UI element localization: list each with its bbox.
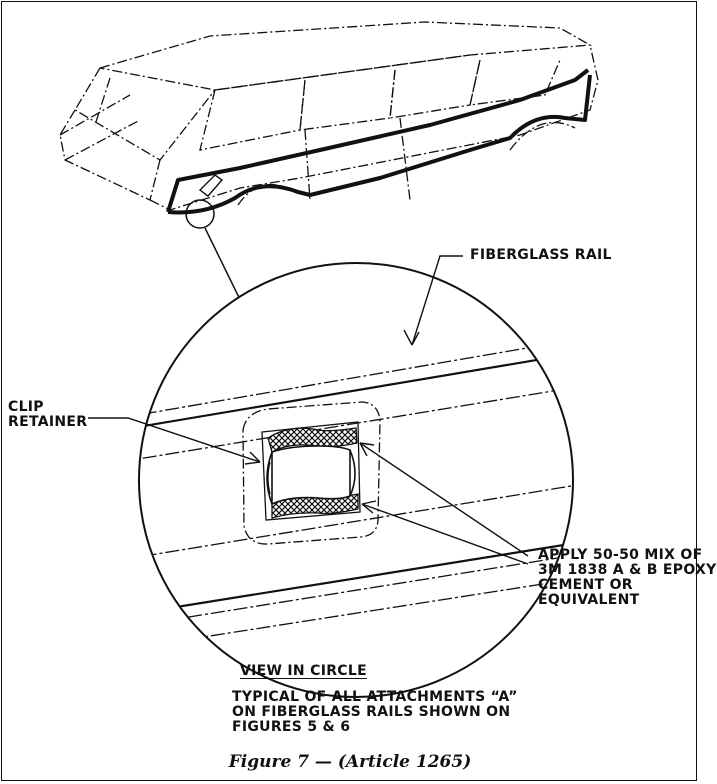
epoxy-leader-bottom	[361, 503, 529, 565]
label-apply-epoxy-line: EQUIVALENT	[538, 592, 640, 608]
figure-caption: Figure 7 — (Article 1265)	[228, 752, 472, 772]
leader-lines	[88, 255, 529, 565]
typical-note-line: ON FIBERGLASS RAILS SHOWN ON	[232, 704, 511, 720]
typical-note-line: FIGURES 5 & 6	[232, 719, 351, 735]
magnified-view-circle	[138, 262, 574, 698]
view-in-circle-heading: VIEW IN CIRCLE	[240, 663, 367, 679]
rail-cross-section	[139, 331, 573, 651]
illustration	[59, 21, 599, 698]
label-clip-retainer-line: RETAINER	[8, 414, 88, 430]
label-fiberglass-rail: FIBERGLASS RAIL	[470, 247, 612, 263]
typical-note-line: TYPICAL OF ALL ATTACHMENTS “A”	[232, 689, 518, 705]
detail-callout-circle	[185, 199, 215, 229]
door-handle-detail	[198, 174, 224, 197]
typical-attachments-note: TYPICAL OF ALL ATTACHMENTS “A” ON FIBERG…	[232, 690, 518, 735]
fiberglass-rail-on-car	[166, 68, 592, 215]
label-clip-retainer: CLIP RETAINER	[8, 400, 87, 430]
label-apply-epoxy-line: APPLY 50-50 MIX OF	[538, 547, 703, 563]
clip-retainer-leader	[88, 417, 261, 463]
fiberglass-rail-leader	[411, 255, 463, 346]
page-frame	[1, 1, 697, 781]
label-apply-epoxy-line: CEMENT OR	[538, 577, 633, 593]
label-apply-epoxy: APPLY 50-50 MIX OF 3M 1838 A & B EPOXY C…	[538, 548, 717, 608]
label-apply-epoxy-line: 3M 1838 A & B EPOXY	[538, 562, 717, 578]
clip-retainer-drawing	[242, 401, 381, 545]
label-clip-retainer-line: CLIP	[8, 399, 44, 415]
station-wagon-drawing	[59, 21, 599, 211]
epoxy-leader-top	[359, 442, 529, 557]
